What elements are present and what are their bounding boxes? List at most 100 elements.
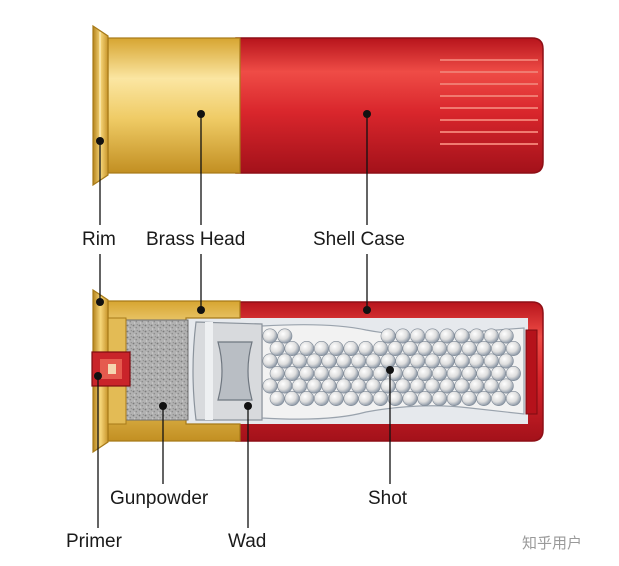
shot-pellet [498,353,514,369]
shot-pellet [417,340,433,356]
shot-pellet [336,378,352,394]
shot-pellet [306,378,322,394]
shell-cutaway [91,288,544,454]
shot-pellet [262,328,278,344]
shot-pellet [313,365,329,381]
shot-pellet [336,353,352,369]
shot-pellet [439,378,455,394]
shot-pellet [454,353,470,369]
shot-pellet [454,328,470,344]
shot-pellet [291,378,307,394]
shot-pellet [343,340,359,356]
shot-pellet [299,340,315,356]
label-rim: Rim [82,229,116,250]
shot-pellet [476,365,492,381]
shot-pellet [380,378,396,394]
shot-pellet [387,340,403,356]
shot-pellet [269,365,285,381]
shot-pellet [483,353,499,369]
shot-pellet [402,340,418,356]
shot-pellet [358,365,374,381]
shot-pellet [277,328,293,344]
shot-pellet [446,365,462,381]
shot-pellet [269,390,285,406]
shot-pellet [491,340,507,356]
shot-pellet [469,328,485,344]
watermark-text: 知乎用户 [522,534,582,552]
shot-pellet [351,378,367,394]
shot-pellet [395,353,411,369]
shot-pellet [299,365,315,381]
shot-pellet [461,365,477,381]
shot-pellet [277,353,293,369]
shot-pellet [432,365,448,381]
shot-pellet [483,378,499,394]
shot-pellet [291,353,307,369]
shot-pellet [328,340,344,356]
shot-pellet [505,365,521,381]
shot-pellet [372,390,388,406]
shot-pellet [358,340,374,356]
shot-pellet [498,328,514,344]
shot-pellet [358,390,374,406]
shell-exterior [92,24,544,187]
shot-pellet [432,340,448,356]
shell-case-exterior [235,37,544,174]
shot-pellet [387,390,403,406]
label-wad: Wad [228,531,266,552]
shot-pellet [380,353,396,369]
wad-cushion [217,341,253,401]
shot-pellet [306,353,322,369]
label-brass-head: Brass Head [146,229,245,250]
label-primer: Primer [66,531,123,552]
shot-pellet [424,378,440,394]
shot-pellet [505,390,521,406]
shot-pellet [395,378,411,394]
shot-pellet [410,328,426,344]
shot-pellet [262,378,278,394]
shot-pellet [491,390,507,406]
shot-pellet [365,378,381,394]
label-shot: Shot [368,488,408,509]
shot-pellet [284,390,300,406]
shot-pellet [284,365,300,381]
shot-pellet [476,390,492,406]
shot-pellet [402,390,418,406]
label-gunpowder: Gunpowder [110,488,209,509]
shot-pellet [483,328,499,344]
shot-pellet [446,390,462,406]
shot-pellet [424,328,440,344]
shot-pellet [365,353,381,369]
shot-pellet [372,340,388,356]
shot-pellet [380,328,396,344]
brass-head-exterior [107,37,241,174]
shot-pellet [491,365,507,381]
label-shell-case: Shell Case [313,229,405,250]
shot-pellet [277,378,293,394]
shot-pellet [439,353,455,369]
shot-pellet [454,378,470,394]
shot-pellet [417,390,433,406]
shot-pellet [461,390,477,406]
shot-pellet [446,340,462,356]
shot-pellet [313,390,329,406]
shot-pellet [410,353,426,369]
shot-pellet [395,328,411,344]
shot-pellet [372,365,388,381]
shot-pellet [410,378,426,394]
shot-pellets [262,328,521,406]
crimp-ribs [440,59,538,145]
shot-pellet [262,353,278,369]
shot-pellet [417,365,433,381]
shot-pellet [299,390,315,406]
shot-pellet [498,378,514,394]
shot-pellet [469,378,485,394]
shot-pellet [424,353,440,369]
shot-pellet [284,340,300,356]
shot-pellet [321,378,337,394]
shot-pellet [461,340,477,356]
shot-pellet [313,340,329,356]
leaders [94,110,394,528]
crimp-end [525,329,538,415]
